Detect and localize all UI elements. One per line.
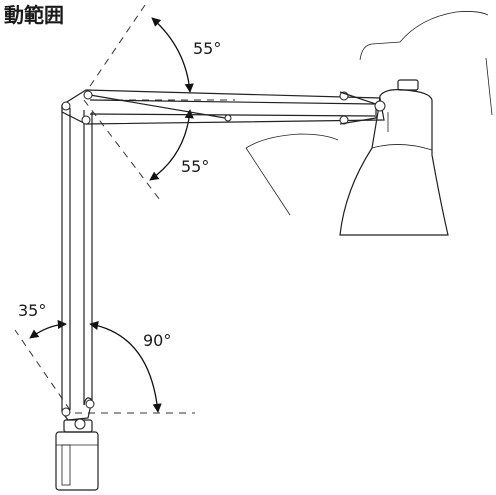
diagram-title: 動範囲	[4, 3, 64, 27]
lower-right-joint	[85, 399, 95, 409]
angle-label-lower-back: 35°	[18, 301, 46, 320]
arc-upper-up	[151, 17, 194, 93]
base-joint	[74, 418, 86, 430]
upper-range-line-up	[83, 4, 146, 96]
angle-arcs	[29, 17, 194, 413]
angle-label-lower-forward: 90°	[143, 331, 171, 350]
upper-range-line-down	[83, 99, 161, 201]
head-pivot	[374, 100, 386, 112]
shoulder-joint-left	[61, 101, 71, 111]
lamp-base-clamp	[55, 418, 99, 491]
angle-label-upper-down: 55°	[181, 157, 209, 176]
shoulder-joint-bottom	[81, 115, 91, 125]
elbow-joint-bottom	[339, 115, 349, 125]
arc-lower-back	[29, 319, 67, 339]
arc-upper-down	[149, 109, 194, 181]
reference-lines	[14, 4, 235, 414]
lower-left-joint	[61, 407, 71, 417]
upper-arm	[61, 89, 385, 125]
angle-label-upper-up: 55°	[193, 39, 221, 58]
arc-lower-forward	[89, 321, 162, 413]
lower-arm	[61, 105, 95, 421]
spring-anchor	[224, 114, 232, 122]
lamp-head-ghost-outlines	[245, 11, 493, 216]
lower-back-ref	[14, 329, 71, 411]
lamp-head	[339, 79, 449, 236]
tension-spring	[89, 94, 226, 119]
shoulder-joint-top	[83, 90, 93, 100]
